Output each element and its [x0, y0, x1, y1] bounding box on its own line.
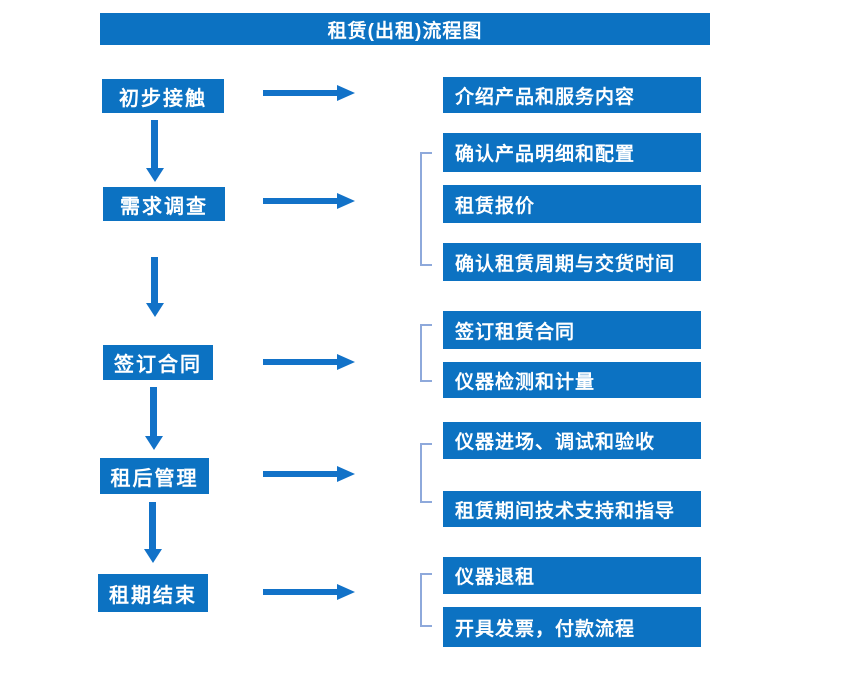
down-arrow-shaft: [149, 502, 156, 550]
right-arrow-head-icon: [337, 584, 355, 600]
right-arrow-shaft: [263, 589, 338, 595]
detail-rental-quotation: 租赁报价: [443, 185, 701, 223]
right-arrow-head-icon: [337, 354, 355, 370]
down-arrow-shaft: [151, 120, 158, 169]
detail-confirm-product-details-config: 确认产品明细和配置: [443, 133, 701, 172]
right-arrow-head-icon: [337, 466, 355, 482]
detail-instrument-entry-commissioning-acceptance: 仪器进场、调试和验收: [443, 422, 701, 459]
down-arrow-3: [145, 387, 163, 450]
down-arrow-head-icon: [144, 549, 162, 563]
detail-confirm-rental-period-delivery: 确认租赁周期与交货时间: [443, 243, 701, 281]
bracket-group-sign-contract: [420, 324, 432, 382]
down-arrow-shaft: [150, 387, 157, 437]
right-arrow-3: [263, 354, 355, 370]
bracket-group-rental-end: [420, 573, 432, 627]
detail-invoice-payment-process: 开具发票，付款流程: [443, 607, 701, 647]
right-arrow-shaft: [263, 90, 338, 96]
down-arrow-head-icon: [146, 168, 164, 182]
right-arrow-head-icon: [337, 193, 355, 209]
right-arrow-2: [263, 193, 355, 209]
right-arrow-5: [263, 584, 355, 600]
detail-rental-technical-support-guidance: 租赁期间技术支持和指导: [443, 491, 701, 527]
down-arrow-4: [144, 502, 162, 563]
bracket-group-demand-survey: [420, 152, 432, 266]
bracket-group-post-rental: [420, 443, 432, 503]
down-arrow-head-icon: [145, 436, 163, 450]
step-sign-contract: 签订合同: [103, 345, 213, 380]
right-arrow-shaft: [263, 471, 338, 477]
right-arrow-1: [263, 85, 355, 101]
right-arrow-shaft: [263, 198, 338, 204]
step-post-rental-management: 租后管理: [100, 458, 209, 494]
step-initial-contact: 初步接触: [102, 79, 224, 113]
down-arrow-head-icon: [146, 303, 164, 317]
step-demand-survey: 需求调查: [103, 187, 225, 221]
down-arrow-2: [146, 257, 164, 317]
right-arrow-4: [263, 466, 355, 482]
step-rental-end: 租期结束: [98, 574, 208, 612]
right-arrow-head-icon: [337, 85, 355, 101]
detail-instrument-return: 仪器退租: [443, 557, 701, 594]
flowchart-title: 租赁(出租)流程图: [100, 13, 710, 45]
detail-sign-rental-contract: 签订租赁合同: [443, 311, 701, 349]
right-arrow-shaft: [263, 359, 338, 365]
detail-introduce-products-services: 介绍产品和服务内容: [443, 77, 701, 113]
detail-instrument-inspection-measurement: 仪器检测和计量: [443, 362, 701, 398]
down-arrow-1: [146, 120, 164, 182]
down-arrow-shaft: [151, 257, 158, 304]
